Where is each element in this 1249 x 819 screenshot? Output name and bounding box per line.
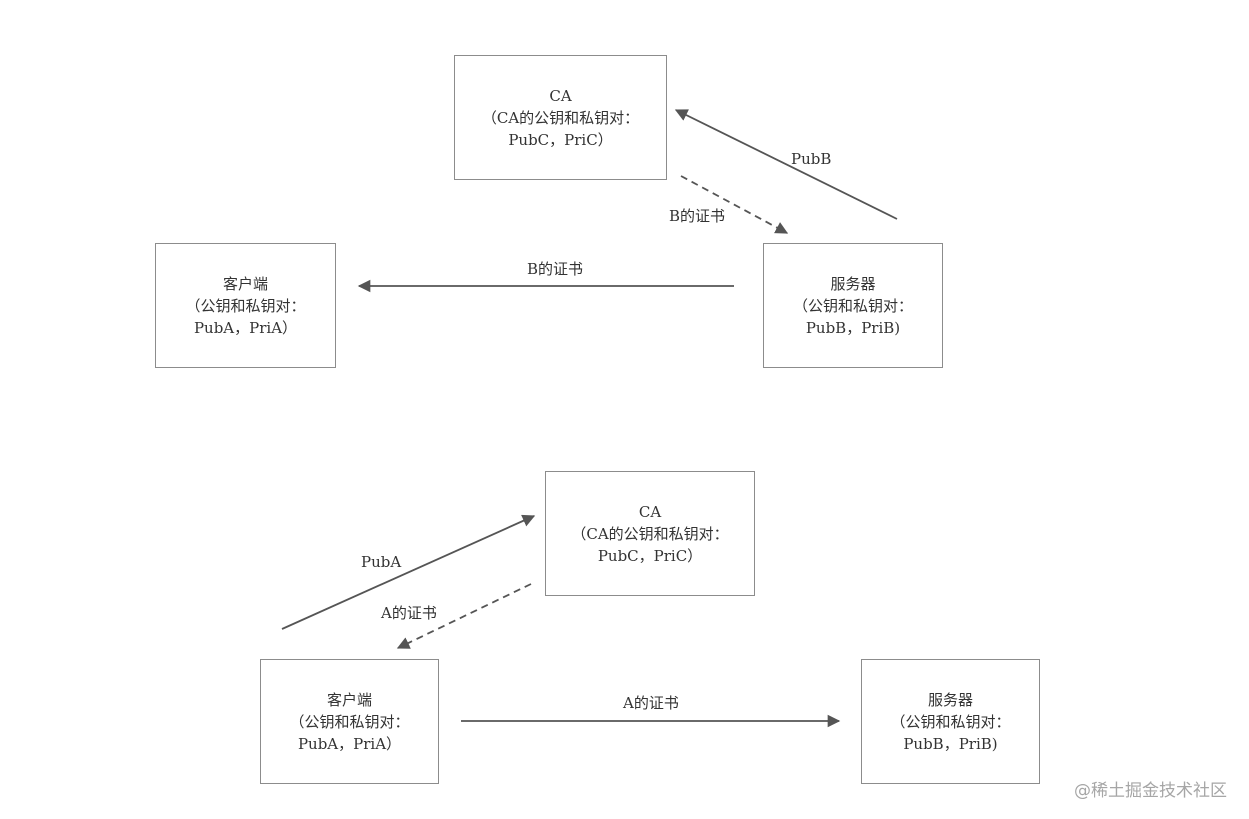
ca-title: CA (638, 502, 662, 521)
server-keypair-label: （公钥和私钥对： (792, 296, 913, 315)
ca-node-bottom: CA （CA的公钥和私钥对： PubC，PriC） (545, 471, 755, 596)
arrow-client-to-ca-puba (281, 514, 536, 630)
ca-keypair-values: PubC，PriC） (597, 546, 703, 565)
client-keypair-values: PubA，PriA） (297, 734, 402, 753)
server-node-top: 服务器 （公钥和私钥对： PubB，PriB) (763, 243, 943, 368)
arrow-server-to-ca-pubb (674, 109, 898, 220)
server-node-bottom: 服务器 （公钥和私钥对： PubB，PriB) (861, 659, 1040, 784)
client-node-bottom: 客户端 （公钥和私钥对： PubA，PriA） (260, 659, 439, 784)
client-keypair-label: （公钥和私钥对： (185, 296, 306, 315)
edge-label-a-certificate-to-client: A的证书 (381, 604, 437, 622)
edge-label-b-certificate-to-client: B的证书 (527, 260, 584, 278)
server-keypair-values: PubB，PriB) (805, 318, 901, 337)
client-title: 客户端 (326, 690, 372, 709)
ca-keypair-values: PubC，PriC） (508, 130, 613, 149)
arrow-ca-to-server-certificate (680, 175, 789, 234)
ca-keypair-label: （CA的公钥和私钥对： (571, 524, 729, 543)
edge-label-pubb: PubB (791, 150, 832, 168)
ca-keypair-label: （CA的公钥和私钥对： (481, 108, 640, 127)
watermark: @稀土掘金技术社区 (1074, 781, 1227, 801)
server-keypair-label: （公钥和私钥对： (890, 712, 1011, 731)
client-keypair-label: （公钥和私钥对： (289, 712, 410, 731)
ca-node-top: CA （CA的公钥和私钥对： PubC，PriC） (454, 55, 667, 180)
edge-label-puba: PubA (361, 553, 402, 571)
server-keypair-values: PubB，PriB) (903, 734, 998, 753)
ca-title: CA (549, 86, 572, 105)
client-title: 客户端 (222, 274, 268, 293)
arrow-ca-to-client-certificate (396, 583, 532, 649)
edge-label-b-certificate-to-server: B的证书 (669, 207, 726, 225)
client-node-top: 客户端 （公钥和私钥对： PubA，PriA） (155, 243, 336, 368)
edge-label-a-certificate-to-server: A的证书 (623, 694, 679, 712)
server-title: 服务器 (927, 690, 973, 709)
server-title: 服务器 (830, 274, 876, 293)
client-keypair-values: PubA，PriA） (193, 318, 298, 337)
